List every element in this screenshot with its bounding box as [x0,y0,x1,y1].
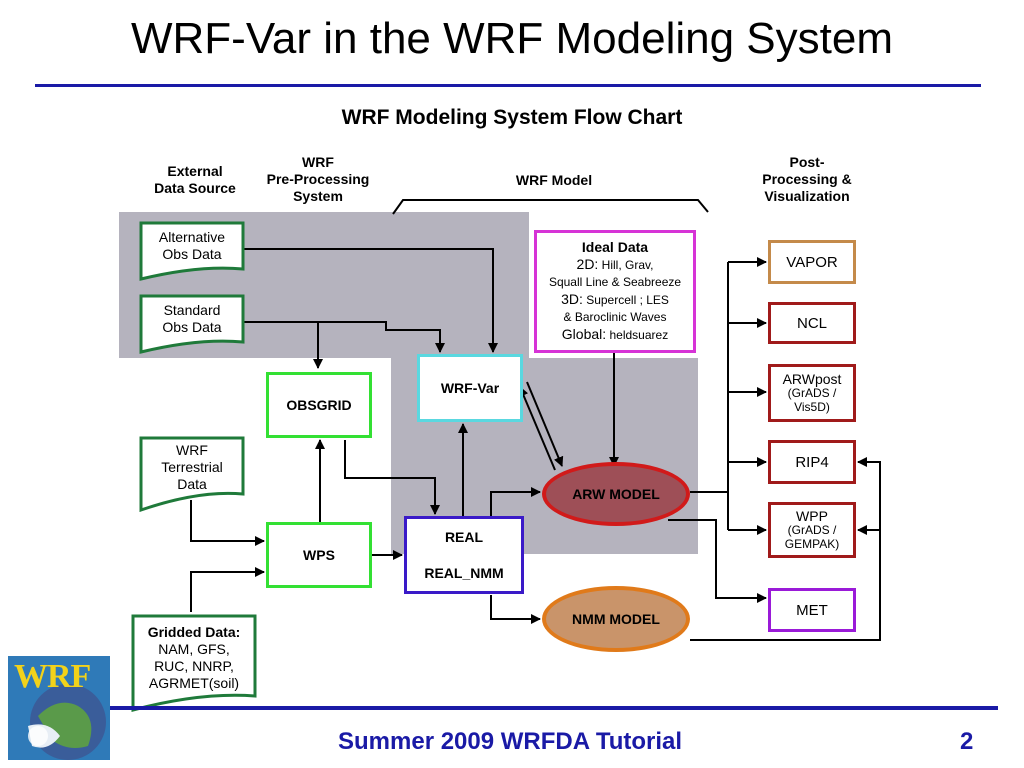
wrf-var-label: WRF-Var [440,380,500,396]
slide-title: WRF-Var in the WRF Modeling System [130,14,893,63]
wpp-node: WPP (GrADS / GEMPAK) [768,502,856,558]
wps-label: WPS [303,547,335,563]
title-underline [35,84,981,87]
ideal-data-title: Ideal Data [581,239,649,255]
arwpost-node: ARWpost (GrADS / Vis5D) [768,364,856,422]
wrf-logo: WRF [8,656,110,760]
arw-model-label: ARW MODEL [572,486,660,502]
ncl-label: NCL [796,314,827,332]
header-preprocessing: WRF Pre-Processing System [266,154,370,204]
ideal-3d-key: 3D: [561,291,583,307]
wps-node: WPS [266,522,372,588]
vapor-node: VAPOR [768,240,856,284]
wrf-logo-text: WRF [14,658,91,695]
ideal-3d-value: Supercell ; LES [586,293,669,307]
ideal-2d-line: 2D: Hill, Grav, [577,256,654,274]
ideal-global-line: Global: heldsuarez [562,326,668,344]
wpp-label: WPP [796,508,828,524]
real-nmm-label: REAL_NMM [424,565,504,581]
ideal-data-node: Ideal Data 2D: Hill, Grav, Squall Line &… [534,230,696,353]
shade-obs-region-lower [391,212,529,358]
arwpost-sublabel: (GrADS / Vis5D) [787,386,837,414]
rip4-node: RIP4 [768,440,856,484]
obsgrid-node: OBSGRID [266,372,372,438]
header-wrf-model: WRF Model [515,172,593,188]
gridded-data-title: Gridded Data: [147,624,241,640]
standard-obs-data-node: Standard Obs Data [139,294,245,354]
real-label: REAL [444,529,484,545]
gridded-data-body: NAM, GFS, RUC, NNRP, AGRMET(soil) [148,641,240,691]
alternative-obs-data-label: Alternative Obs Data [158,229,226,262]
obsgrid-label: OBSGRID [286,397,352,413]
vapor-label: VAPOR [786,253,838,271]
wpp-sublabel: (GrADS / GEMPAK) [784,523,840,551]
ideal-global-value: heldsuarez [609,328,669,342]
nmm-model-label: NMM MODEL [572,611,660,627]
standard-obs-data-label: Standard Obs Data [162,302,222,335]
rip4-label: RIP4 [795,453,829,471]
ideal-2d-value: Hill, Grav, [601,258,654,272]
nmm-model-node: NMM MODEL [542,586,690,652]
footer-text: Summer 2009 WRFDA Tutorial [338,728,683,755]
footer-line [110,706,998,710]
ideal-3d-value-2: & Baroclinic Waves [563,310,667,324]
gridded-data-node: Gridded Data: NAM, GFS, RUC, NNRP, AGRME… [131,614,257,712]
wrf-logo-graphic [8,656,110,760]
arw-model-node: ARW MODEL [542,462,690,526]
wrf-var-node: WRF-Var [417,354,523,422]
met-node: MET [768,588,856,632]
ideal-2d-value-2: Squall Line & Seabreeze [548,275,682,289]
ideal-2d-key: 2D: [576,256,599,272]
header-postprocessing: Post- Processing & Visualization [762,154,852,204]
met-label: MET [796,601,828,619]
header-external-data-source: External Data Source [154,163,236,196]
wrf-terrestrial-data-label: WRF Terrestrial Data [161,442,223,492]
ideal-3d-line: 3D: Supercell ; LES [561,291,669,309]
chart-title: WRF Modeling System Flow Chart [341,106,683,129]
real-node: REAL REAL_NMM [404,516,524,594]
alternative-obs-data-node: Alternative Obs Data [139,221,245,281]
arwpost-label: ARWpost [782,371,842,387]
ideal-global-key: Global: [561,326,607,342]
wrf-terrestrial-data-node: WRF Terrestrial Data [139,436,245,512]
page-number: 2 [960,728,974,755]
ncl-node: NCL [768,302,856,344]
